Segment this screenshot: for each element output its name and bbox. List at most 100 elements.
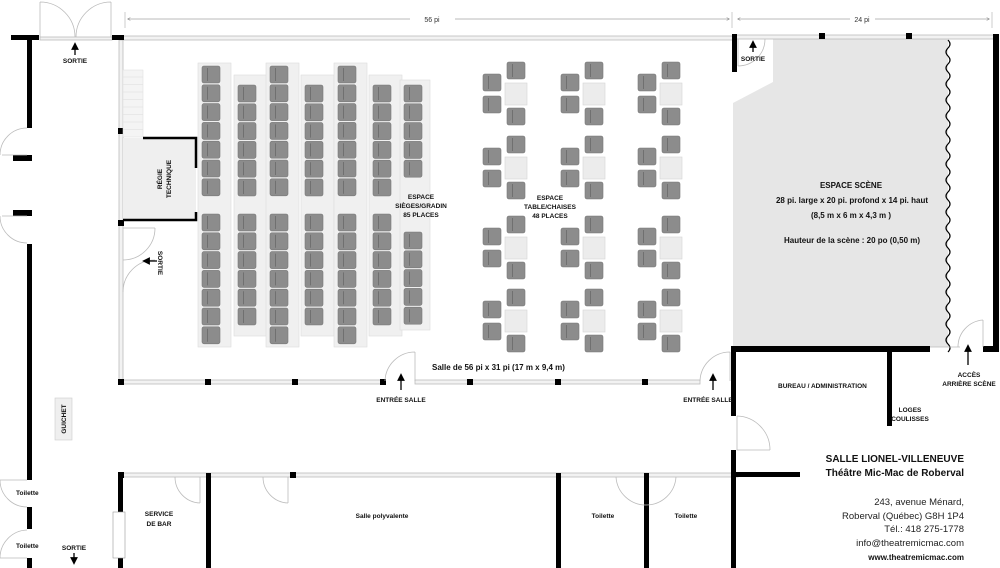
seat — [372, 232, 392, 251]
seat — [482, 95, 502, 114]
seat — [337, 140, 357, 159]
entree-salle-label-1: ENTRÉE SALLE — [376, 395, 426, 404]
service-bar-label-2: DE BAR — [147, 521, 172, 528]
seat — [337, 232, 357, 251]
tables-label-3: 48 PLACES — [532, 213, 568, 220]
seat — [506, 135, 526, 154]
seat — [661, 181, 681, 200]
seat — [482, 322, 502, 341]
venue-theatre: Théâtre Mic-Mac de Roberval — [826, 468, 965, 479]
seat — [201, 326, 221, 345]
seat — [269, 232, 289, 251]
seat — [560, 249, 580, 268]
table-seating — [482, 61, 683, 353]
seat — [201, 307, 221, 326]
table-group — [560, 135, 606, 200]
seat — [201, 213, 221, 232]
seat — [304, 122, 324, 140]
seat — [372, 251, 392, 269]
venue-email[interactable]: info@theatremicmac.com — [856, 538, 964, 549]
venue-address-2: Roberval (Québec) G8H 1P4 — [842, 511, 964, 522]
loges-label-1: LOGES — [899, 407, 922, 414]
dimension-stage: 24 pi — [738, 12, 993, 28]
seat — [506, 107, 526, 126]
seat — [482, 300, 502, 319]
seat — [269, 270, 289, 288]
service-bar-label-1: SERVICE — [145, 511, 174, 518]
seat — [661, 215, 681, 234]
seat — [584, 135, 604, 154]
loges-label-2: COULISSES — [891, 416, 929, 423]
seat — [269, 326, 289, 345]
seat — [482, 249, 502, 268]
seat — [237, 178, 257, 197]
seat — [237, 232, 257, 251]
seat — [372, 84, 392, 103]
gradin-label-2: SIÈGES/GRADIN — [395, 201, 447, 210]
seat — [337, 307, 357, 326]
venue-website[interactable]: www.theatremicmac.com — [867, 553, 964, 562]
seat — [201, 178, 221, 197]
seat-column — [399, 79, 431, 331]
entree-salle-label-2: ENTRÉE SALLE — [683, 395, 733, 404]
seat — [337, 288, 357, 307]
stage-width-label: 24 pi — [854, 17, 870, 24]
bar-counter — [112, 511, 126, 559]
seat — [661, 61, 681, 80]
seat — [304, 251, 324, 269]
seat — [637, 227, 657, 246]
seat — [560, 95, 580, 114]
table-group — [482, 288, 528, 353]
seat — [560, 73, 580, 92]
seat — [661, 107, 681, 126]
stage-height: Hauteur de la scène : 20 po (0,50 m) — [784, 236, 920, 245]
seat — [237, 251, 257, 269]
seat — [304, 307, 324, 326]
seat — [304, 84, 324, 103]
seat — [372, 103, 392, 122]
seat — [337, 84, 357, 103]
seat — [584, 61, 604, 80]
seat — [584, 261, 604, 280]
gradin-label-1: ESPACE — [408, 194, 435, 201]
seat — [269, 251, 289, 269]
seat — [403, 103, 423, 122]
seat — [560, 169, 580, 188]
seat — [506, 61, 526, 80]
seat — [403, 159, 423, 178]
seat — [637, 249, 657, 268]
seat — [237, 270, 257, 288]
sortie-label-stage: SORTIE — [741, 56, 766, 63]
table-group — [637, 288, 683, 353]
seat — [372, 270, 392, 288]
seat — [403, 122, 423, 140]
seat — [304, 159, 324, 178]
table-group — [637, 61, 683, 126]
seat — [637, 322, 657, 341]
walls — [11, 33, 999, 568]
tables-label-1: ESPACE — [537, 195, 564, 202]
seat — [201, 159, 221, 178]
seat — [269, 307, 289, 326]
seat — [337, 122, 357, 140]
seat — [482, 169, 502, 188]
seat — [237, 103, 257, 122]
table-group — [560, 61, 606, 126]
seat — [269, 103, 289, 121]
seat — [201, 140, 221, 159]
seat — [201, 251, 221, 269]
regie-technique — [123, 138, 196, 220]
seat — [337, 178, 357, 197]
seat — [269, 213, 289, 232]
venue-name: SALLE LIONEL-VILLENEUVE — [826, 454, 965, 465]
seat — [269, 65, 289, 84]
table-group — [482, 215, 528, 280]
venue-phone: Tél.: 418 275-1778 — [884, 524, 964, 535]
seat — [337, 326, 357, 345]
seat — [506, 288, 526, 307]
seat — [337, 213, 357, 232]
seat — [201, 270, 221, 288]
seat — [403, 250, 423, 269]
seat — [560, 227, 580, 246]
